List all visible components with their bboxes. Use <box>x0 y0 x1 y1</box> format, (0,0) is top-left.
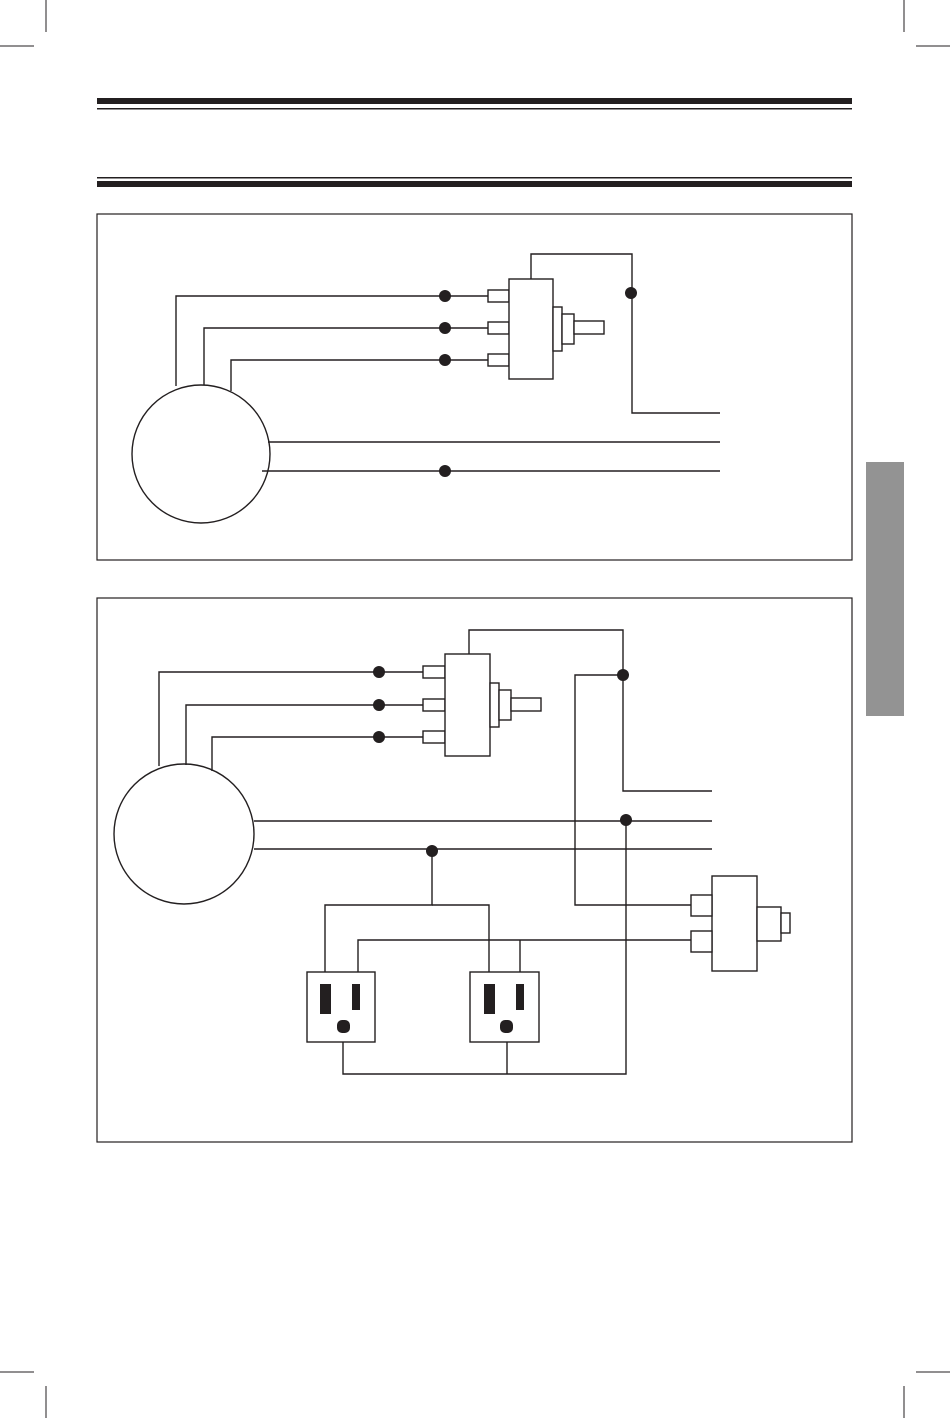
header-rule-top <box>97 98 852 110</box>
motor-lead-3 <box>231 360 488 391</box>
splice-dot <box>439 290 451 302</box>
splice-dot <box>625 287 637 299</box>
header-rule-bottom <box>97 177 852 187</box>
motor-lead-1 <box>159 672 423 766</box>
splice-dot <box>617 669 629 681</box>
wiring-diagram-1 <box>97 214 852 560</box>
three-position-switch <box>488 279 604 379</box>
duplex-receptacle-left <box>307 972 375 1042</box>
duplex-receptacle-right <box>470 972 539 1042</box>
motor-lead-2 <box>186 705 423 765</box>
toggle-switch <box>691 876 790 971</box>
three-position-switch <box>423 654 541 756</box>
splice-dot <box>373 699 385 711</box>
side-tab <box>866 462 904 716</box>
motor-circle <box>114 764 254 904</box>
splice-dot <box>620 814 632 826</box>
motor-circle <box>132 385 270 523</box>
splice-dot <box>439 322 451 334</box>
motor-lead-3 <box>212 737 423 771</box>
receptacle-hot-lead <box>325 851 432 986</box>
toggle-feed-lead <box>575 675 691 905</box>
splice-dot <box>439 465 451 477</box>
wiring-diagram-2 <box>97 598 852 1142</box>
splice-dot <box>373 731 385 743</box>
motor-lead-1 <box>176 296 488 386</box>
splice-dot <box>439 354 451 366</box>
splice-dot <box>426 845 438 857</box>
splice-dot <box>373 666 385 678</box>
